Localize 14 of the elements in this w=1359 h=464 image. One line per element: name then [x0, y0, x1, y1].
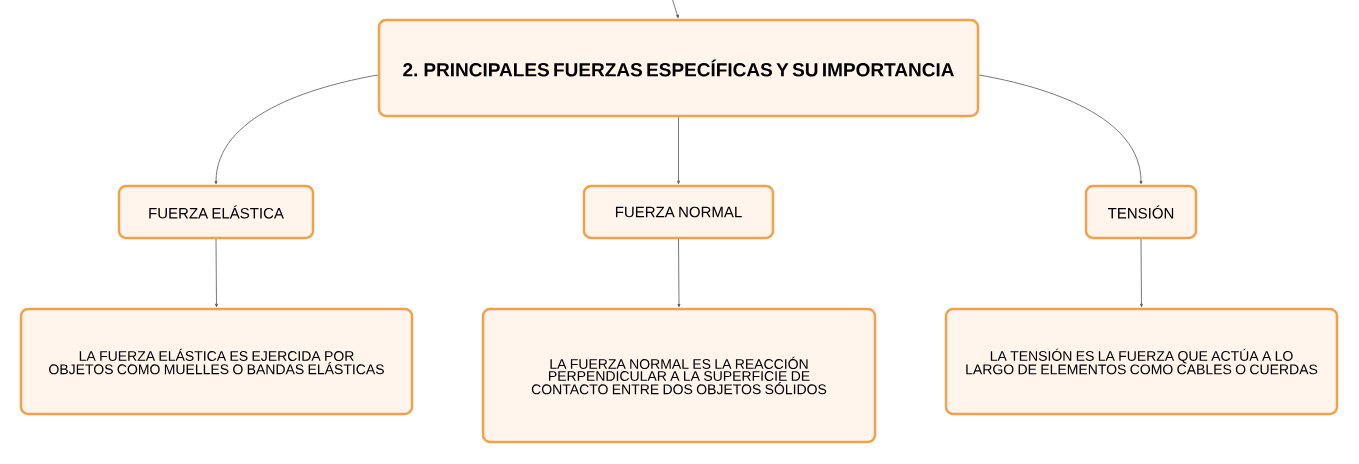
topic-box: FUERZA NORMAL	[582, 184, 775, 240]
title-box: 2. PRINCIPALES FUERZAS ESPECÍFICAS Y SU IMPORTANCIA	[377, 18, 980, 118]
arrow	[214, 74, 379, 185]
description-box: LA FUERZA NORMAL ES LA REACCIÓN PERPENDICULAR A LA SUPERFICIE DE CONTACTO ENTRE DOS OBJETOS SÓLIDOS	[481, 307, 877, 444]
arrow	[1140, 238, 1143, 308]
arrow	[215, 238, 218, 308]
arrow	[677, 238, 681, 308]
arrow	[671, 0, 679, 19]
arrow	[677, 116, 680, 185]
description-box: LA TENSIÓN ES LA FUERZA QUE ACTÚA A LO LARGO DE ELEMENTOS COMO CABLES O CUERDAS	[944, 307, 1339, 416]
arrow	[978, 74, 1143, 185]
topic-box: TENSIÓN	[1084, 184, 1198, 240]
description-box: LA FUERZA ELÁSTICA ES EJERCIDA POR OBJETOS COMO MUELLES O BANDAS ELÁSTICAS	[19, 307, 414, 416]
topic-box: FUERZA ELÁSTICA	[117, 184, 315, 240]
